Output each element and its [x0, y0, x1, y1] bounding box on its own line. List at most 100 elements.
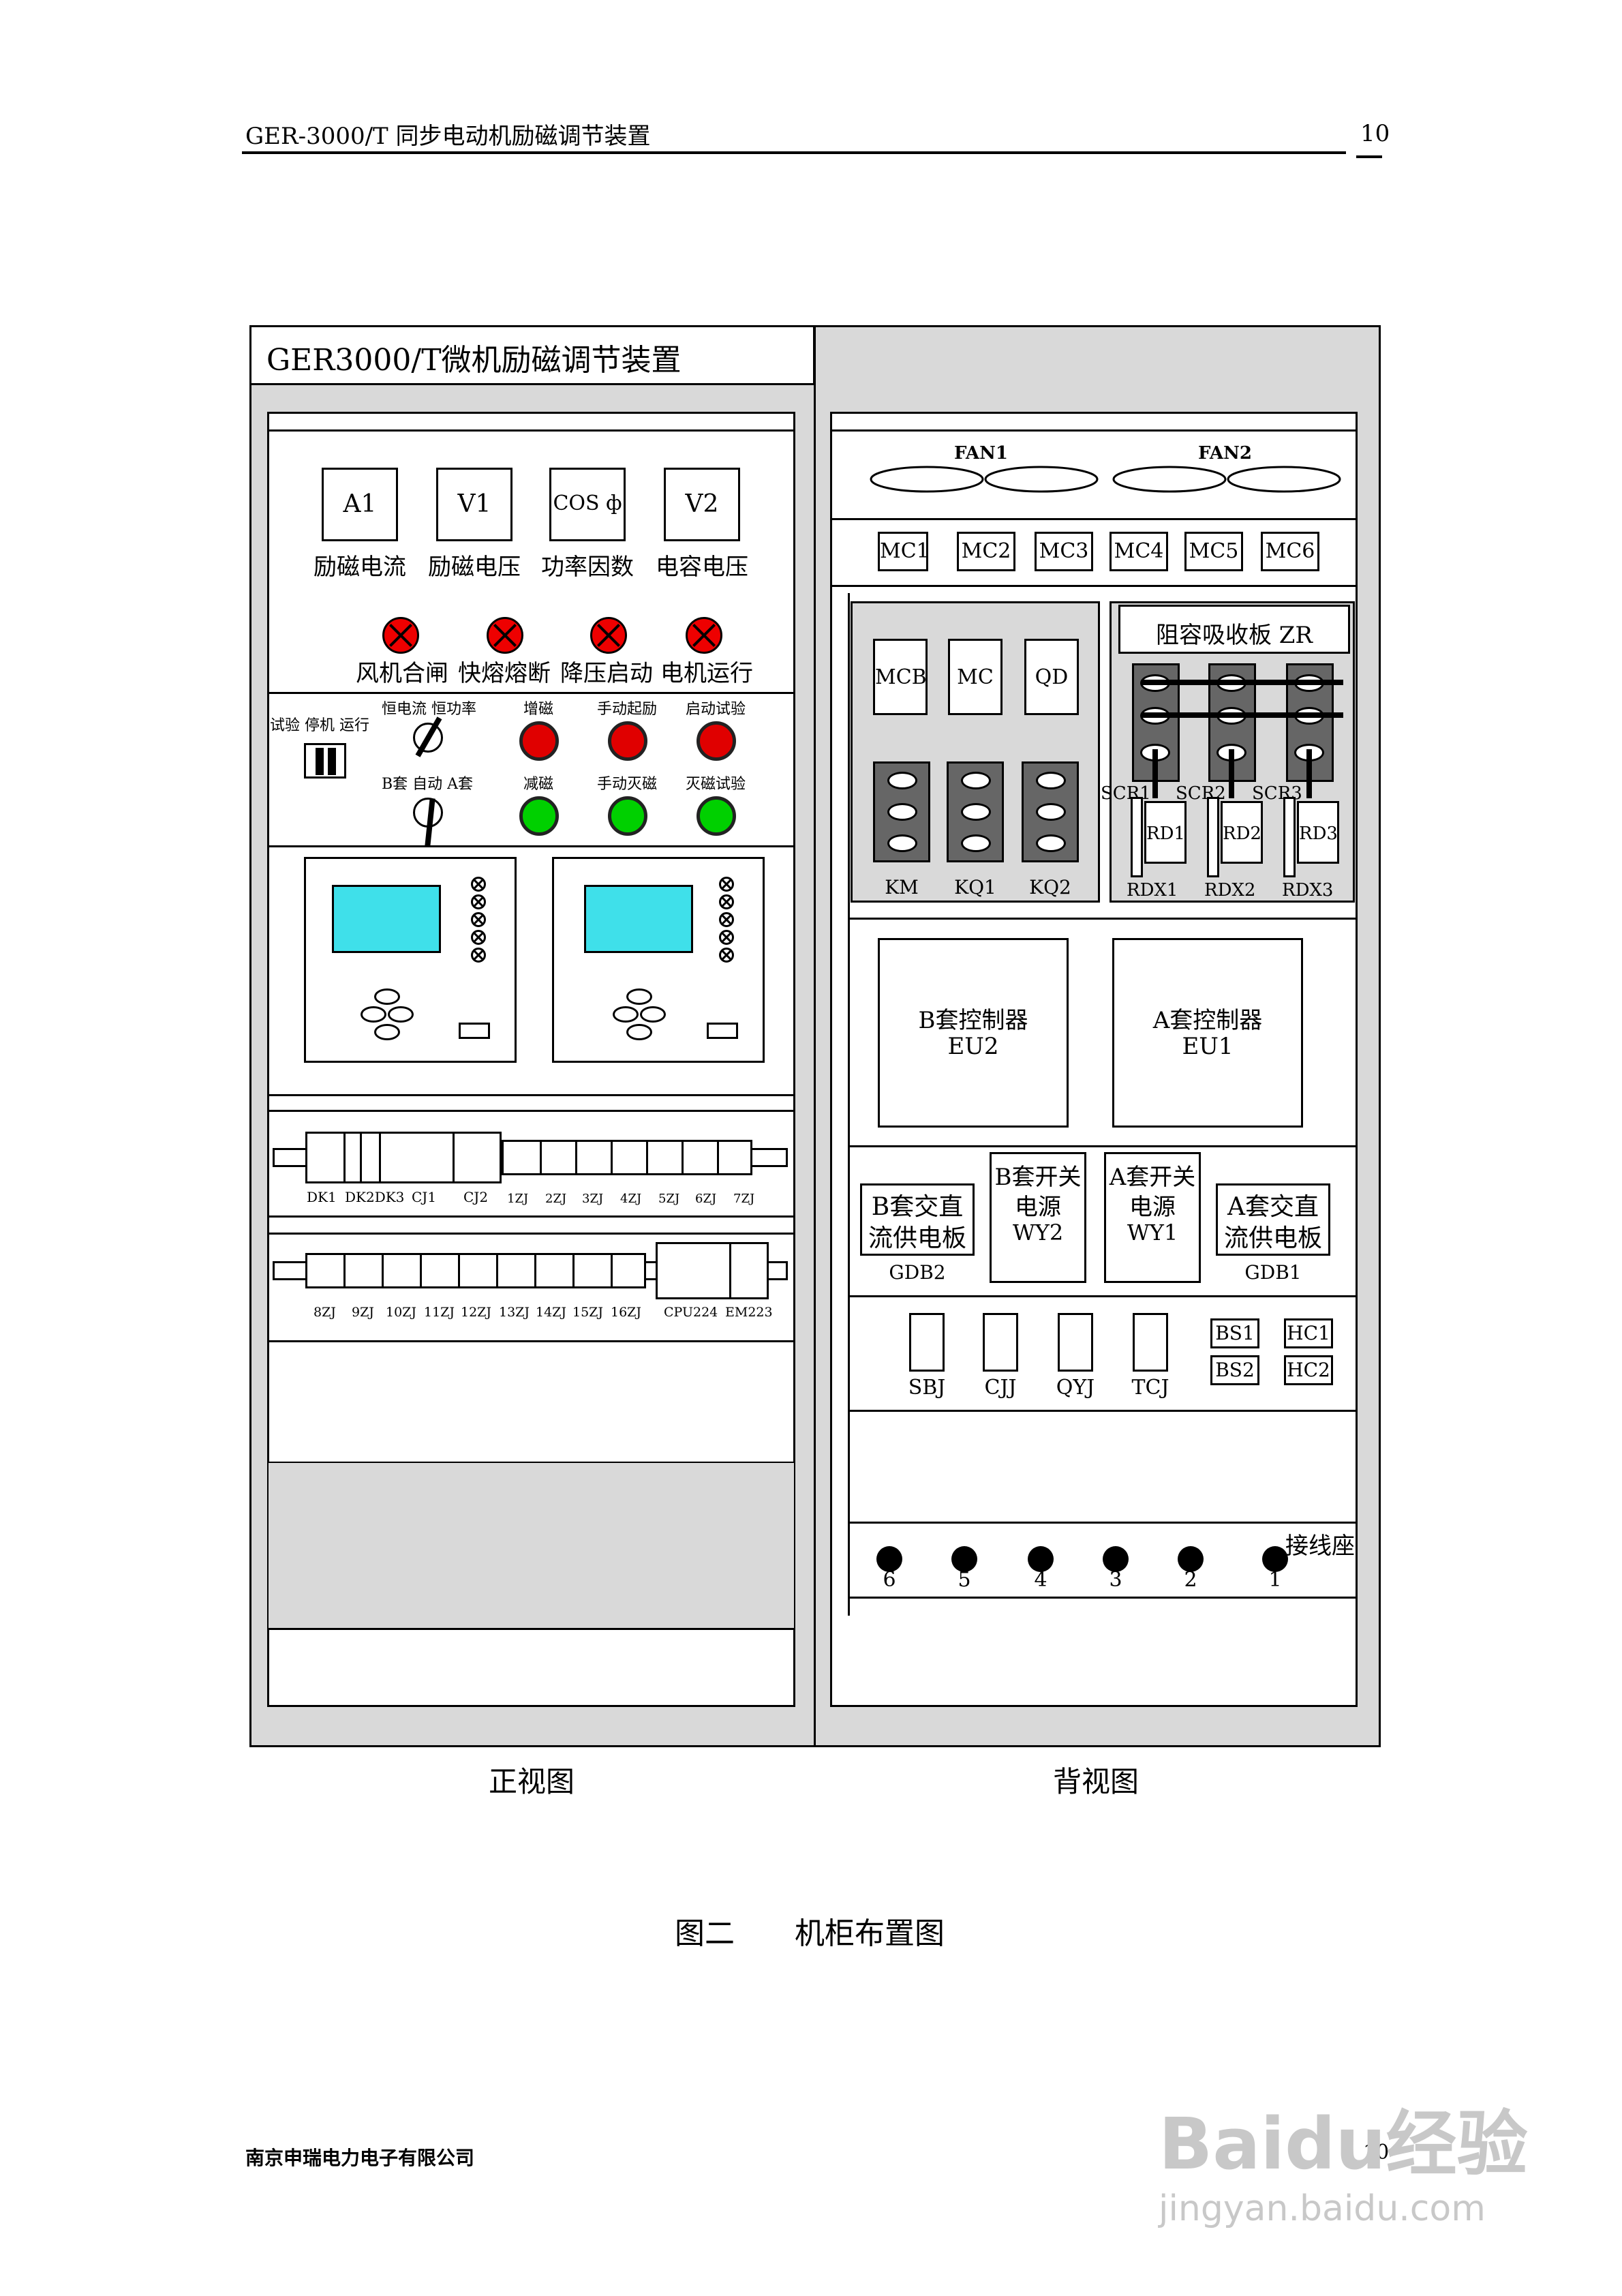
gdb1-board: A套交直 流供电板	[1216, 1183, 1330, 1256]
indicator-lamp-icon	[382, 617, 419, 654]
cabinet-divider	[814, 325, 816, 1747]
meter-label: 功率因数	[541, 554, 634, 581]
rail-label: CPU224	[664, 1305, 718, 1320]
selector-switch-constant[interactable]	[413, 716, 443, 757]
contactor-qd: QD	[1024, 639, 1079, 715]
port-icon	[459, 1023, 490, 1039]
led-icon	[471, 948, 486, 963]
mc-breaker: MC1	[878, 532, 930, 571]
controller-b-panel	[304, 857, 517, 1063]
zr-board: 阻容吸收板 ZR	[1118, 605, 1350, 654]
mc-breaker: MC6	[1261, 532, 1319, 571]
rail-label: 11ZJ	[424, 1305, 455, 1320]
rail-label: 14ZJ	[536, 1305, 566, 1320]
relay-label: KM	[885, 876, 919, 898]
meter-label: 励磁电压	[428, 554, 521, 581]
meter-v2: V2	[664, 468, 740, 541]
rail-label: 5ZJ	[658, 1192, 680, 1206]
rail-label: 16ZJ	[611, 1305, 641, 1320]
bs2-box: BS2	[1210, 1355, 1259, 1385]
rail-label: 4ZJ	[620, 1192, 642, 1206]
rail-label: 3ZJ	[582, 1192, 604, 1206]
rdx-label: RDX3	[1282, 880, 1334, 901]
controller-a-panel	[552, 857, 765, 1063]
button-label: 手动灭磁	[596, 776, 657, 793]
rail-label: EM223	[725, 1305, 773, 1320]
rail-label: 7ZJ	[733, 1192, 755, 1206]
manual-deexcite-button[interactable]	[608, 796, 647, 836]
rdx-label: RDX2	[1204, 880, 1256, 901]
terminal-number: 2	[1184, 1568, 1197, 1592]
footer-page-number: 10	[1363, 2141, 1390, 2164]
relay-label: QYJ	[1056, 1376, 1095, 1400]
lamp-label: 电机运行	[660, 660, 753, 687]
selector-switch-ab[interactable]	[413, 798, 443, 847]
button-label: 减磁	[523, 776, 553, 793]
led-icon	[719, 894, 734, 909]
lamp-label: 风机合闸	[356, 660, 448, 687]
mode-switch[interactable]	[304, 743, 346, 779]
wy2-power: B套开关 电源 WY2	[990, 1152, 1086, 1283]
terminal-number: 3	[1109, 1568, 1122, 1592]
page-underline	[1356, 155, 1382, 158]
start-test-button[interactable]	[697, 721, 736, 761]
hc1-box: HC1	[1284, 1318, 1333, 1348]
terminal-number: 6	[883, 1568, 896, 1592]
led-icon	[719, 912, 734, 927]
header-rule	[242, 151, 1346, 154]
gdb2-board: B套交直 流供电板	[860, 1183, 975, 1256]
button-label: 手动起励	[596, 701, 657, 718]
led-icon	[719, 948, 734, 963]
meter-label: 电容电压	[656, 554, 748, 581]
watermark-url: jingyan.baidu.com	[1159, 2188, 1486, 2229]
relay-kq1	[947, 761, 1004, 862]
relay-km	[873, 761, 930, 862]
selector1-label: 恒电流 恒功率	[382, 701, 476, 718]
back-view-caption: 背视图	[1052, 1765, 1139, 1798]
lcd-screen	[332, 885, 441, 953]
decrease-excitation-button[interactable]	[519, 796, 559, 836]
scr-section: 阻容吸收板 ZR SCR1 SCR2 SCR3 RD1 RD2 RD3 RDX1…	[1101, 601, 1355, 903]
terminal-number: 4	[1034, 1568, 1047, 1592]
scr-label: SCR1	[1101, 783, 1151, 804]
terminal-icon	[1103, 1546, 1129, 1572]
keypad-icon[interactable]	[361, 988, 415, 1043]
fuse-rd2: RD2	[1221, 801, 1263, 864]
mc-breaker: MC5	[1184, 532, 1243, 571]
rdx-label: RDX1	[1127, 880, 1178, 901]
lcd-screen	[584, 885, 693, 953]
rail-label: CJ2	[463, 1189, 489, 1205]
selector2-label: B套 自动 A套	[382, 776, 474, 793]
manual-start-button[interactable]	[608, 721, 647, 761]
rail-label: 10ZJ	[386, 1305, 416, 1320]
port-icon	[707, 1023, 738, 1039]
increase-excitation-button[interactable]	[519, 721, 559, 761]
led-icon	[471, 894, 486, 909]
meter-v1: V1	[436, 468, 512, 541]
rail-label: 1ZJ	[507, 1192, 529, 1206]
keypad-icon[interactable]	[613, 988, 667, 1043]
lamp-label: 快熔熔断	[458, 660, 551, 687]
cabinet-title: GER3000/T微机励磁调节装置	[266, 343, 682, 378]
rail-label: 8ZJ	[313, 1305, 336, 1320]
rail-label: 13ZJ	[499, 1305, 530, 1320]
led-icon	[471, 930, 486, 945]
rail-label: 12ZJ	[461, 1305, 491, 1320]
relay-cjj	[983, 1313, 1018, 1372]
terminal-number: 5	[958, 1568, 971, 1592]
terminal-icon	[1178, 1546, 1204, 1572]
mc-breaker: MC4	[1110, 532, 1168, 571]
led-icon	[719, 877, 734, 892]
terminal-block-label: 接线座	[1285, 1532, 1355, 1560]
terminal-icon	[951, 1546, 977, 1572]
bs1-box: BS1	[1210, 1318, 1259, 1348]
contactor-section: MCB MC QD KM KQ1 KQ2	[851, 601, 1100, 903]
mc-breaker: MC3	[1035, 532, 1093, 571]
meter-label: 励磁电流	[313, 554, 406, 581]
fuse-rd1: RD1	[1144, 801, 1187, 864]
deexcite-test-button[interactable]	[697, 796, 736, 836]
mode-switch-label: 试验 停机 运行	[270, 717, 369, 734]
mc-breaker: MC2	[957, 532, 1015, 571]
relay-tcj	[1133, 1313, 1168, 1372]
terminal-icon	[876, 1546, 902, 1572]
